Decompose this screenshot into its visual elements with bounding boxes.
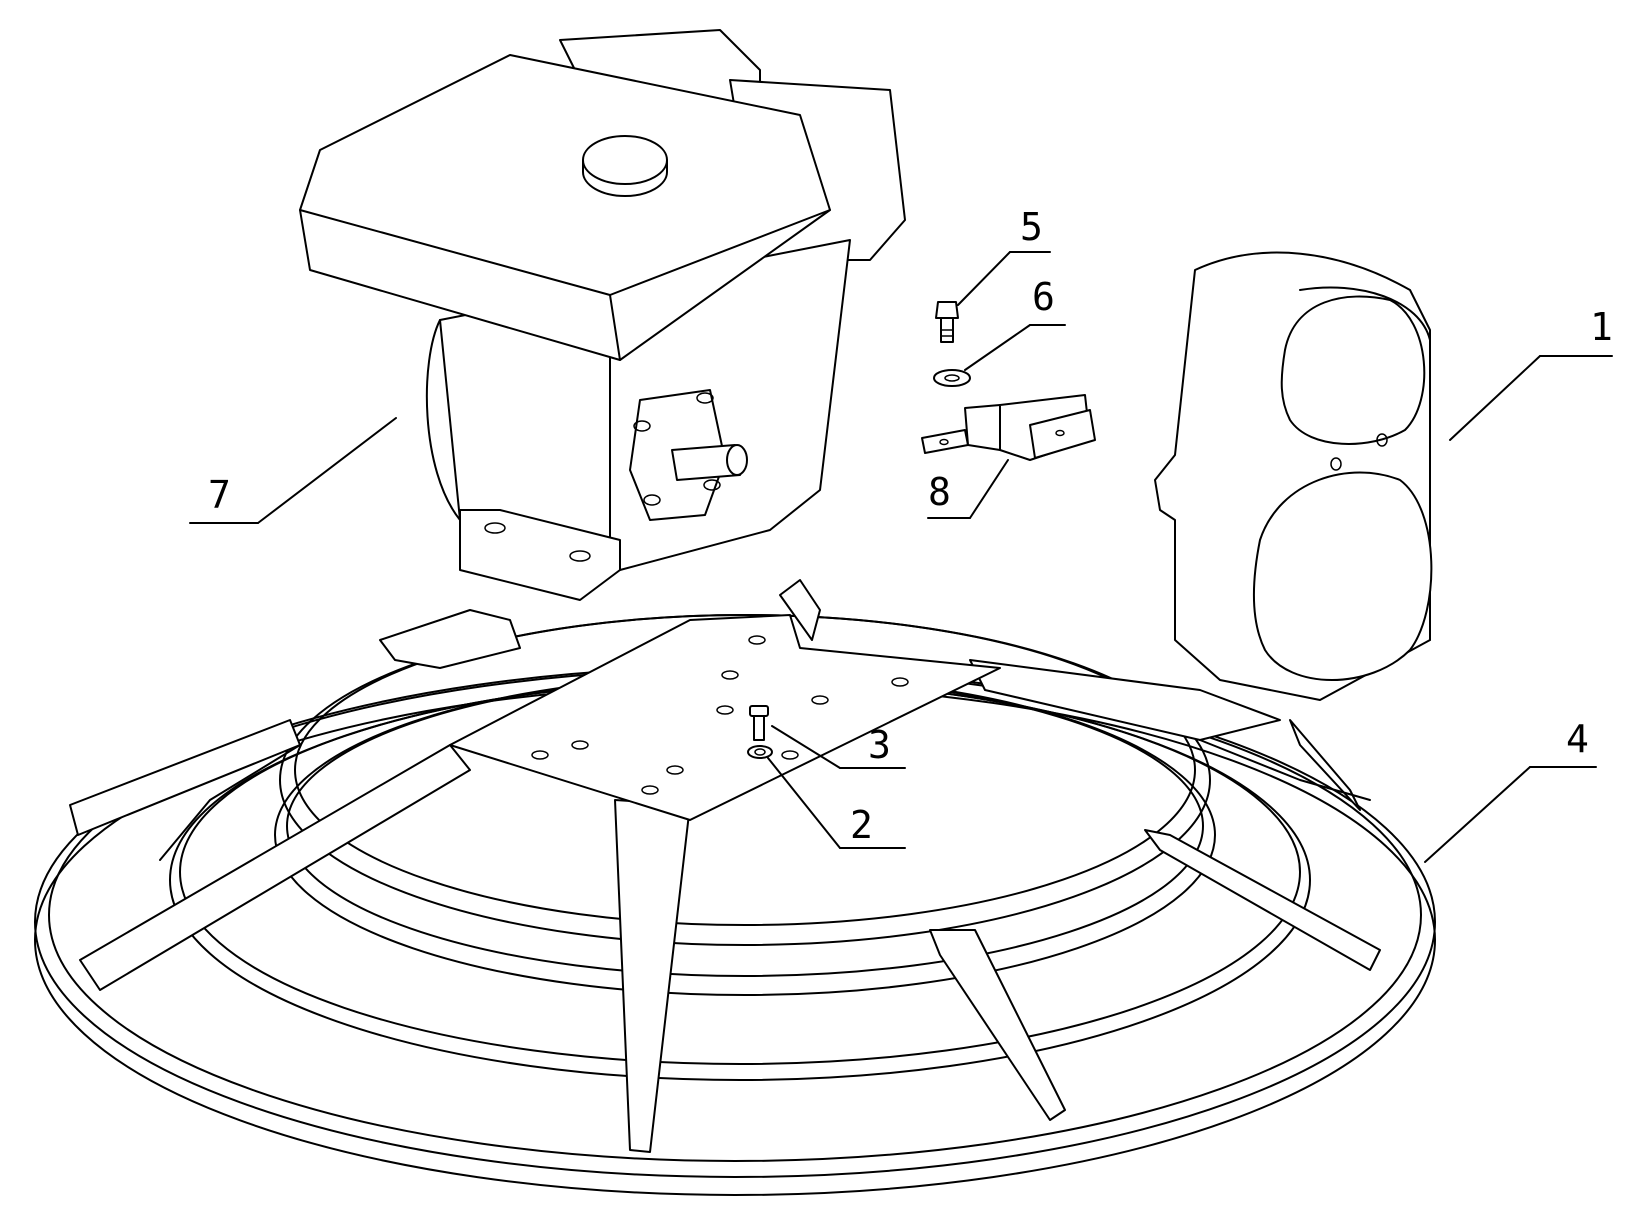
engine-part-7 bbox=[299, 29, 906, 601]
callout-4: 4 bbox=[1566, 717, 1589, 761]
callout-2: 2 bbox=[850, 803, 873, 847]
trowel-ring-part-4 bbox=[34, 579, 1436, 1196]
callout-leaders bbox=[189, 251, 1613, 863]
callout-3: 3 bbox=[868, 723, 891, 767]
callout-5: 5 bbox=[1020, 205, 1043, 249]
plate-bolt-part-3 bbox=[749, 705, 769, 741]
callout-7: 7 bbox=[208, 473, 231, 517]
bolt-part-5 bbox=[935, 301, 959, 343]
callout-8: 8 bbox=[928, 470, 951, 514]
plate-washer-part-2 bbox=[747, 745, 773, 759]
belt-guard-part-1 bbox=[1154, 251, 1433, 701]
callout-6: 6 bbox=[1032, 275, 1055, 319]
bracket-part-8 bbox=[921, 394, 1096, 461]
washer-part-6 bbox=[933, 369, 971, 387]
callout-1: 1 bbox=[1590, 305, 1613, 349]
